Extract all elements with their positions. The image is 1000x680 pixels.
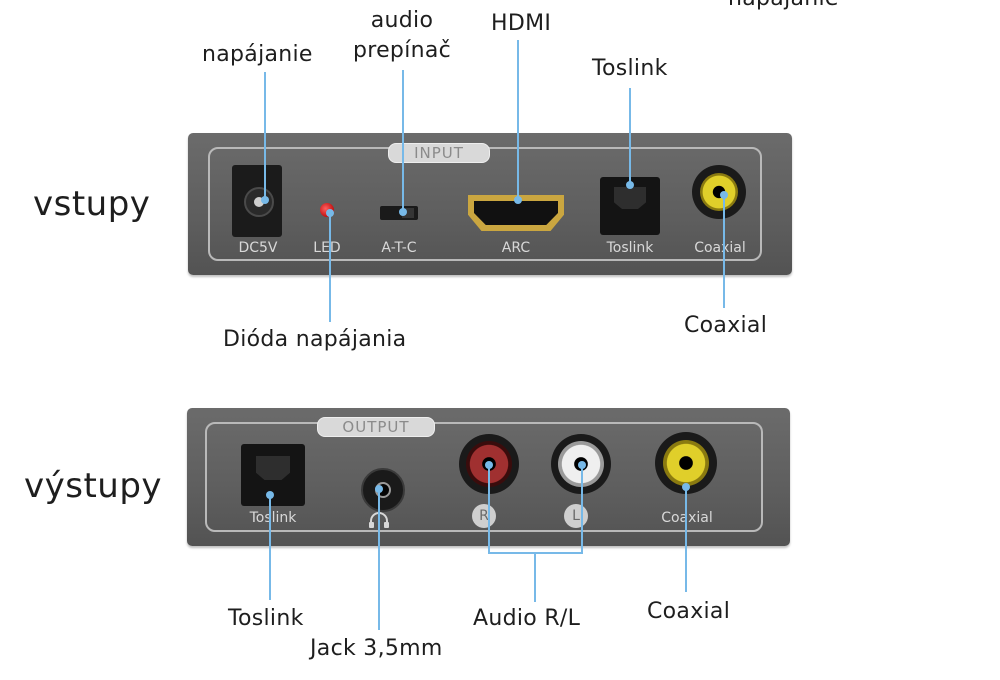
leader-dot-audio-r	[485, 461, 493, 469]
coaxial-in-label: Coaxial	[694, 240, 746, 256]
toslink-in-label: Toslink	[606, 240, 654, 256]
leader-line-coaxial-in	[723, 196, 725, 308]
toslink-out-label: Toslink	[249, 510, 297, 526]
callout-toslink-out: Toslink	[228, 606, 304, 631]
callout-audio-switch: audio prepínač	[340, 8, 464, 64]
input-device: INPUT DC5V LED A-T-C ARC Toslink Coaxial	[188, 133, 792, 275]
leader-line-audio-r	[488, 466, 490, 554]
leader-line-hdmi	[517, 40, 519, 200]
coaxial-out-label: Coaxial	[645, 510, 729, 526]
callout-audio-switch-line1: audio	[370, 8, 434, 33]
output-panel-tag: OUTPUT	[317, 417, 435, 437]
leader-line-led	[329, 214, 331, 322]
input-panel-tag: INPUT	[388, 143, 490, 163]
callout-coaxial-in: Coaxial	[684, 313, 768, 338]
headphone-jack-port	[361, 468, 405, 512]
coaxial-in-port	[692, 165, 746, 219]
leader-dot-toslink-in	[626, 181, 634, 189]
dc-port-label: DC5V	[238, 240, 278, 256]
leader-line-coaxial-out	[685, 488, 687, 592]
leader-line-audio-l	[581, 466, 583, 554]
leader-dot-toslink-out	[266, 491, 274, 499]
leader-line-jack	[378, 490, 380, 630]
leader-line-toslink-out	[269, 496, 271, 600]
leader-dot-hdmi	[514, 196, 522, 204]
leader-dot-coaxial-in	[720, 191, 728, 199]
leader-dot-audio-switch	[399, 208, 407, 216]
leader-dot-jack	[375, 485, 383, 493]
callout-coaxial-out: Coaxial	[647, 599, 731, 624]
leader-line-power	[264, 72, 266, 200]
leader-dot-audio-l	[578, 461, 586, 469]
dc-power-port	[232, 165, 282, 237]
dc-power-socket	[244, 187, 274, 217]
side-label-outputs: výstupy	[24, 466, 163, 506]
hdmi-arc-port	[468, 195, 564, 231]
leader-line-toslink-in	[629, 88, 631, 186]
output-panel-frame	[205, 422, 763, 532]
callout-toslink-in: Toslink	[592, 56, 668, 81]
switch-label: A-T-C	[381, 240, 417, 256]
side-label-inputs: vstupy	[33, 184, 151, 224]
callout-hdmi: HDMI	[491, 11, 552, 36]
leader-dot-power	[261, 196, 269, 204]
callout-jack: Jack 3,5mm	[310, 636, 443, 661]
leader-dot-coaxial-out	[682, 483, 690, 491]
led-label: LED	[313, 240, 341, 256]
leader-line-audio-switch	[402, 70, 404, 212]
rca-left-label: L	[564, 504, 588, 528]
leader-dot-led	[326, 209, 334, 217]
callout-top-cut: napájanie	[728, 0, 839, 12]
callout-led: Dióda napájania	[223, 327, 407, 352]
hdmi-label: ARC	[501, 240, 531, 256]
callout-audio-rl: Audio R/L	[473, 606, 581, 631]
callout-power: napájanie	[202, 42, 313, 67]
rca-right-label: R	[472, 504, 496, 528]
callout-audio-switch-line2: prepínač	[352, 38, 452, 63]
leader-line-audio-stem	[534, 552, 536, 602]
